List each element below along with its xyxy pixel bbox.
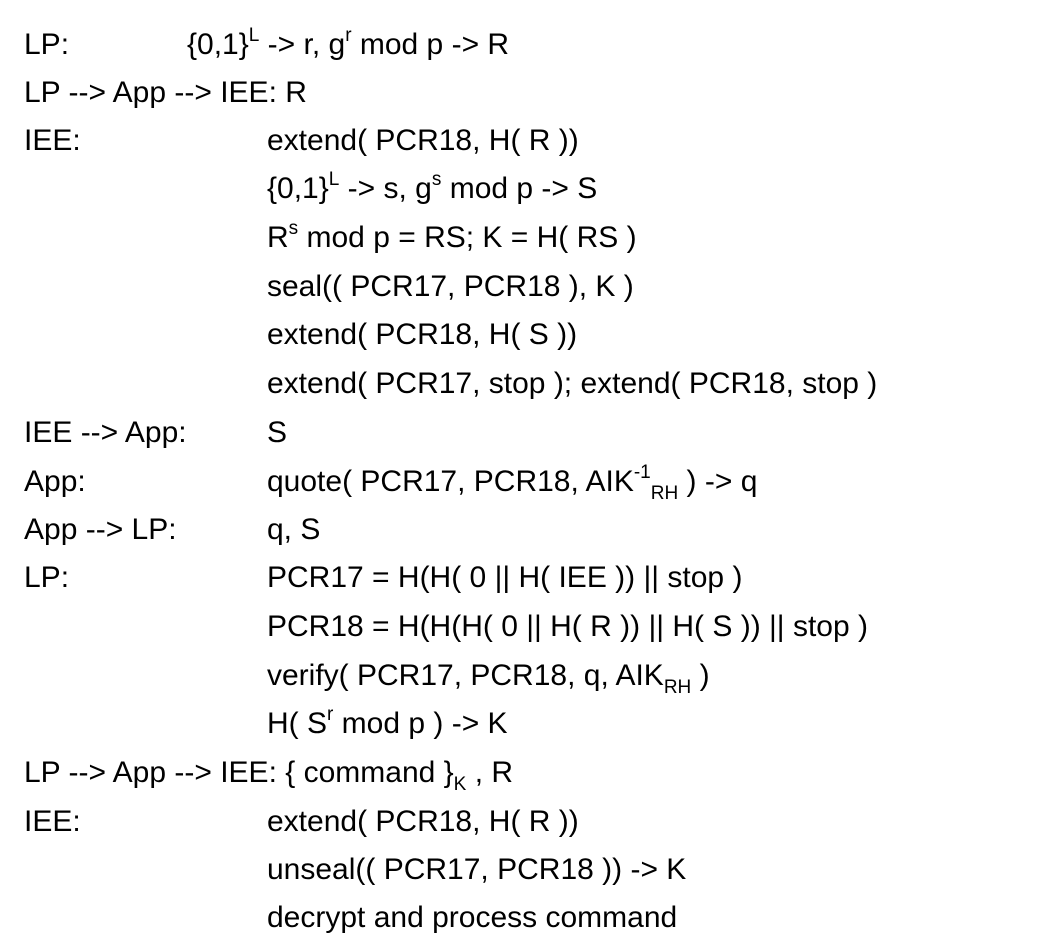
- superscript: r: [345, 25, 352, 46]
- statement-text: , R: [466, 756, 514, 789]
- superscript: L: [248, 25, 260, 46]
- superscript: r: [327, 704, 334, 725]
- superscript: s: [431, 169, 442, 190]
- statement: quote( PCR17, PCR18, AIK-1RH ) -> q: [267, 458, 757, 506]
- superscript: s: [288, 218, 299, 239]
- statement-text: ): [691, 659, 710, 692]
- statement-text: mod p = RS; K = H( RS ): [298, 221, 637, 254]
- statement: unseal(( PCR17, PCR18 )) -> K: [267, 853, 687, 886]
- statement: decrypt and process command: [267, 901, 678, 934]
- actor-label: IEE:: [24, 124, 81, 157]
- statement: extend( PCR18, H( S )): [267, 318, 578, 351]
- statement: S: [267, 416, 288, 449]
- statement-text: {0,1}: [187, 28, 249, 61]
- statement: seal(( PCR17, PCR18 ), K ): [267, 270, 634, 303]
- statement: extend( PCR18, H( R )): [267, 805, 579, 838]
- actor-label: LP:: [24, 561, 70, 594]
- actor-label: IEE --> App:: [24, 416, 187, 449]
- statement-text: H( S: [267, 707, 327, 740]
- statement-text: R: [267, 221, 289, 254]
- statement-text: mod p -> S: [441, 172, 598, 205]
- subscript: RH: [663, 677, 692, 698]
- statement-text: quote( PCR17, PCR18, AIK: [267, 465, 634, 498]
- subscript: RH: [650, 483, 679, 504]
- statement-text: -> r, g: [259, 28, 346, 61]
- actor-label: LP --> App --> IEE: R: [24, 76, 307, 109]
- actor-label: App --> LP:: [24, 513, 177, 546]
- statement: q, S: [267, 513, 321, 546]
- statement-text: {0,1}: [267, 172, 329, 205]
- statement-text: mod p ) -> K: [333, 707, 508, 740]
- superscript: -1: [633, 462, 651, 483]
- statement: H( Sr mod p ) -> K: [267, 700, 508, 748]
- actor-label: IEE:: [24, 805, 81, 838]
- superscript: L: [328, 169, 340, 190]
- statement-text: verify( PCR17, PCR18, q, AIK: [267, 659, 664, 692]
- statement: extend( PCR17, stop ); extend( PCR18, st…: [267, 367, 878, 400]
- statement: LP --> App --> IEE: { command }K , R: [24, 749, 513, 797]
- statement: {0,1}L -> r, gr mod p -> R: [187, 21, 509, 69]
- statement: Rs mod p = RS; K = H( RS ): [267, 214, 637, 262]
- statement-text: -> s, g: [339, 172, 432, 205]
- subscript: K: [453, 774, 467, 795]
- actor-label: LP --> App --> IEE: { command }: [24, 756, 454, 789]
- statement: {0,1}L -> s, gs mod p -> S: [267, 165, 597, 213]
- statement: verify( PCR17, PCR18, q, AIKRH ): [267, 652, 710, 700]
- statement: PCR18 = H(H(H( 0 || H( R )) || H( S )) |…: [267, 610, 868, 643]
- statement: extend( PCR18, H( R )): [267, 124, 579, 157]
- statement-text: mod p -> R: [351, 28, 510, 61]
- actor-label: LP:: [24, 28, 70, 61]
- actor-label: App:: [24, 465, 86, 498]
- statement-text: ) -> q: [678, 465, 758, 498]
- statement: PCR17 = H(H( 0 || H( IEE )) || stop ): [267, 561, 743, 594]
